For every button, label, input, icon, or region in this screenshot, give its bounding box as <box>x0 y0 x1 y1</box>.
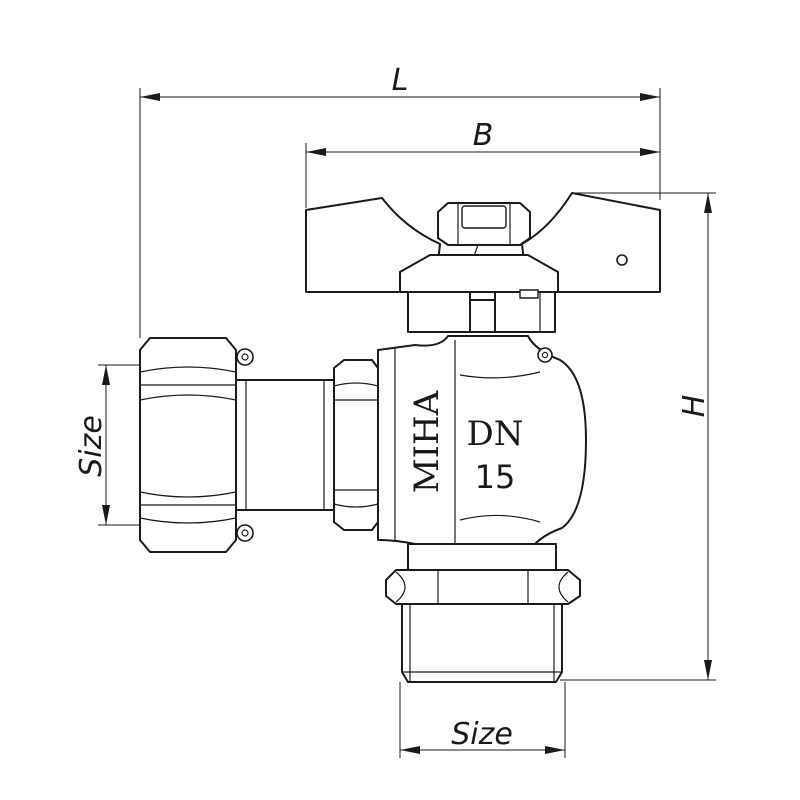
hex-chamfer-arc <box>139 491 237 498</box>
label-H: H <box>677 395 712 418</box>
hex-chamfer-arc <box>558 571 569 603</box>
arrow-bottom <box>704 660 712 680</box>
dimension-size-left: Size <box>74 364 140 526</box>
arrow-left <box>140 93 160 101</box>
tailpiece-body <box>235 379 335 511</box>
arrow-left <box>400 746 420 754</box>
hex-chamfer-arc <box>333 382 379 387</box>
union-hex-nut <box>139 337 237 553</box>
arrow-left <box>306 148 326 156</box>
nominal-label: DN <box>466 414 523 454</box>
arrow-right <box>640 148 660 156</box>
dimension-B: B <box>305 118 660 208</box>
label-size-left: Size <box>74 415 109 477</box>
body-contour <box>459 514 541 523</box>
dimension-L: L <box>139 63 661 338</box>
hex-chamfer-arc <box>139 517 237 524</box>
handle-hub <box>399 254 559 293</box>
hex-chamfer-arc <box>139 394 237 401</box>
label-L: L <box>392 63 409 98</box>
seal-hole-icon <box>241 353 249 361</box>
nominal-size: 15 <box>475 458 516 496</box>
label-B: B <box>473 118 494 153</box>
body-neck <box>407 543 557 571</box>
body-hole-icon <box>541 351 549 359</box>
bottom-connection <box>385 543 581 683</box>
bottom-hex-nut <box>385 569 581 605</box>
tailpiece <box>235 379 335 511</box>
butterfly-handle <box>305 192 661 333</box>
arrow-right <box>545 746 565 754</box>
body-contour <box>459 371 541 379</box>
arrow-right <box>640 93 660 101</box>
left-union-nut <box>139 337 254 553</box>
body-hex-nut <box>333 359 379 531</box>
hex-chamfer-arc <box>139 366 237 373</box>
arrow-top <box>704 193 712 213</box>
label-size-bottom: Size <box>451 717 513 752</box>
handle-hole-icon <box>616 254 628 266</box>
valve-body: MIHA DN 15 <box>377 335 587 545</box>
dimension-H: H <box>560 192 716 681</box>
stem-base-left <box>407 291 471 333</box>
arrow-top <box>102 365 110 385</box>
stem-base-mid <box>469 299 496 333</box>
hex-chamfer-arc <box>395 571 406 603</box>
brand-marking: MIHA <box>407 390 447 493</box>
marker-line <box>473 244 479 257</box>
arrow-bottom <box>102 505 110 525</box>
threaded-end <box>401 603 563 683</box>
dimension-size-bottom: Size <box>399 682 566 758</box>
screw-head <box>461 205 507 229</box>
hex-chamfer-arc <box>333 503 379 508</box>
body-left-hex <box>333 359 379 531</box>
seal-hole-icon <box>241 529 249 537</box>
stop-pin <box>519 289 539 299</box>
